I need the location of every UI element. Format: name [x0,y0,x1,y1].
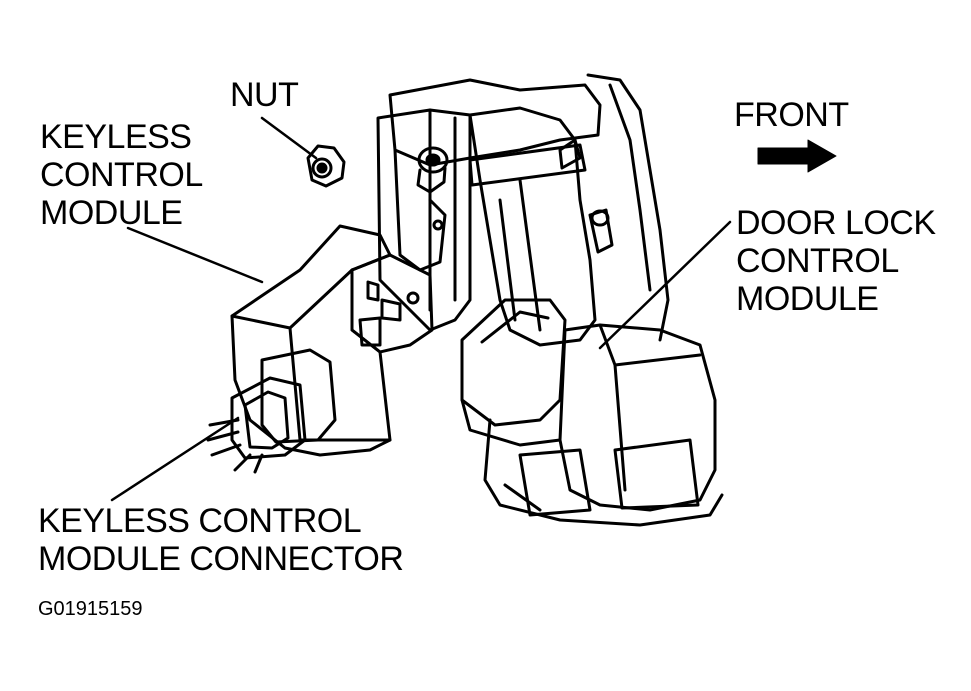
leader-lines [110,116,732,502]
front-arrow-icon [757,139,837,173]
keyless-control-module-box [230,224,392,457]
leader-nut [260,116,318,160]
mounting-bracket [350,78,602,354]
leader-keyless-connector [110,416,240,502]
door-lock-line-2: CONTROL [736,242,899,280]
door-lock-control-module-box [460,298,724,527]
column-housing [468,73,670,347]
figure-code: G01915159 [38,598,143,620]
leader-keyless-module [126,226,264,284]
nut-label: NUT [230,76,299,114]
door-lock-line-3: MODULE [736,280,879,318]
keyless-module-line-2: CONTROL [40,156,203,194]
leader-door-lock-module [598,220,732,350]
door-lock-line-1: DOOR LOCK [736,204,936,242]
door-lock-control-module-label: DOOR LOCK CONTROL MODULE [736,204,936,318]
keyless-module-line-3: MODULE [40,194,183,232]
keyless-control-module-label: KEYLESS CONTROL MODULE [40,118,203,232]
keyless-control-module-connector-label: KEYLESS CONTROL MODULE CONNECTOR [38,502,404,578]
front-label: FRONT [734,96,849,134]
bolt-stud [416,146,449,194]
keyless-module-line-1: KEYLESS [40,118,192,156]
connector-line-2: MODULE CONNECTOR [38,540,404,578]
nut-part [306,144,346,188]
connector-line-1: KEYLESS CONTROL [38,502,362,540]
